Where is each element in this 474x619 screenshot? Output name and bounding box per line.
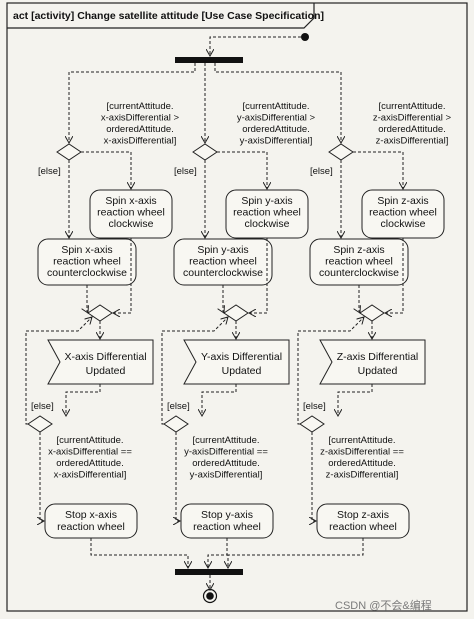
z-else-label-2: [else] xyxy=(303,401,326,412)
frame-title: act [activity] Change satellite attitude… xyxy=(13,10,324,22)
y-flow-clockwise-to-merge xyxy=(249,238,268,313)
y-flow-to-clockwise xyxy=(217,151,267,189)
y-else-label-2: [else] xyxy=(167,401,190,412)
x-flow-to-stop xyxy=(40,432,44,521)
x-merge-node xyxy=(87,304,113,322)
final-node-dot xyxy=(206,592,214,600)
join-bar xyxy=(175,569,243,575)
y-flow-signal-to-decision xyxy=(202,384,237,416)
x-else-label-2: [else] xyxy=(31,401,54,412)
z-guard-greater: [currentAttitude.z-axisDifferential >ord… xyxy=(373,101,452,147)
z-flow-else-loop xyxy=(297,317,364,425)
flow-initial-to-fork xyxy=(210,36,301,56)
z-else-label-1: [else] xyxy=(310,166,333,177)
x-guard-equal: [currentAttitude.x-axisDifferential ==or… xyxy=(48,435,132,481)
axis-columns: [currentAttitude.x-axisDifferential >ord… xyxy=(25,63,452,568)
y-decision-direction xyxy=(192,143,218,161)
y-merge-node xyxy=(223,304,249,322)
z-decision-reached xyxy=(299,415,325,433)
diagram-frame xyxy=(6,2,468,612)
y-flow-to-stop xyxy=(176,432,180,521)
z-flow-to-stop xyxy=(312,432,316,521)
z-flow-clockwise-to-merge xyxy=(385,238,404,313)
x-decision-direction xyxy=(56,143,82,161)
watermark: CSDN @不会&编程 xyxy=(335,598,432,612)
z-flow-to-clockwise xyxy=(353,151,403,189)
y-flow-else-loop xyxy=(161,317,228,425)
z-decision-direction xyxy=(328,143,354,161)
final-node-ring xyxy=(202,588,218,604)
x-flow-signal-to-decision xyxy=(66,384,101,416)
x-flow-fork-to-decision xyxy=(69,63,196,143)
y-decision-reached xyxy=(163,415,189,433)
y-flow-counterclockwise-to-merge xyxy=(223,285,224,313)
x-flow-clockwise-to-merge xyxy=(113,238,132,313)
x-flow-counterclockwise-to-merge xyxy=(87,285,88,313)
x-flow-stop-to-join xyxy=(90,538,188,568)
y-else-label-1: [else] xyxy=(174,166,197,177)
z-flow-stop-to-join xyxy=(228,538,364,568)
y-axis-column: [currentAttitude.y-axisDifferential >ord… xyxy=(161,63,316,568)
z-axis-column: [currentAttitude.z-axisDifferential >ord… xyxy=(214,63,452,568)
x-flow-to-clockwise xyxy=(81,151,131,189)
x-decision-reached xyxy=(27,415,53,433)
y-guard-equal: [currentAttitude.y-axisDifferential ==or… xyxy=(184,435,268,481)
y-guard-greater: [currentAttitude.y-axisDifferential >ord… xyxy=(237,101,316,147)
initial-node xyxy=(301,33,309,41)
x-guard-greater: [currentAttitude.x-axisDifferential >ord… xyxy=(101,101,180,147)
fork-bar xyxy=(175,57,243,63)
z-flow-fork-to-decision xyxy=(214,63,341,143)
frame-title-tab xyxy=(7,3,315,29)
x-else-label-1: [else] xyxy=(38,166,61,177)
x-flow-else-loop xyxy=(25,317,92,425)
z-merge-node xyxy=(359,304,385,322)
y-flow-stop-to-join xyxy=(208,538,228,568)
z-guard-equal: [currentAttitude.z-axisDifferential ==or… xyxy=(320,435,404,481)
z-flow-counterclockwise-to-merge xyxy=(359,285,360,313)
x-axis-column: [currentAttitude.x-axisDifferential >ord… xyxy=(25,63,196,568)
z-flow-signal-to-decision xyxy=(338,384,373,416)
